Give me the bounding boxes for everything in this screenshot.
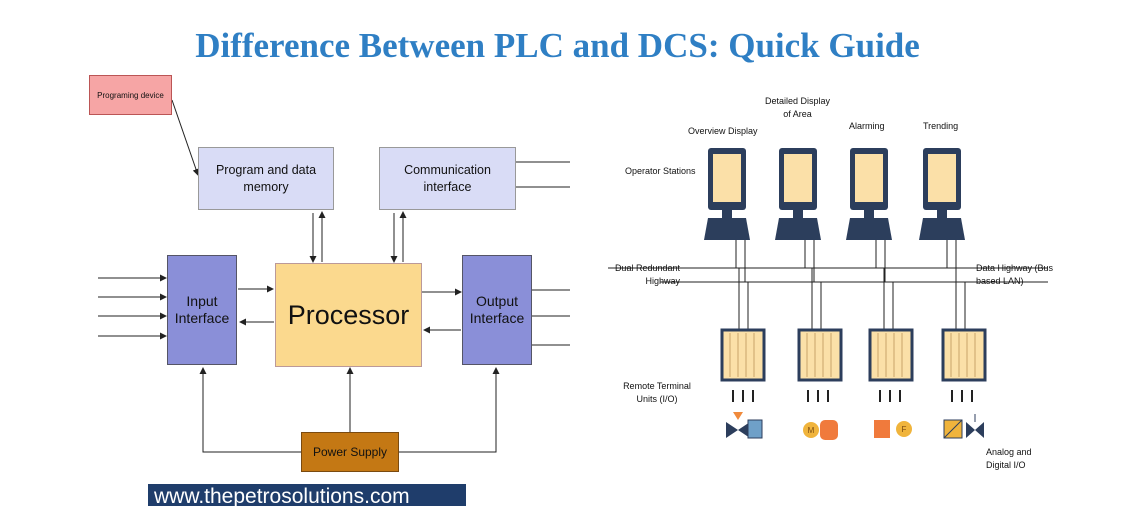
keyboard-icon bbox=[704, 218, 750, 240]
rtu-label: Remote Terminal Units (I/O) bbox=[623, 381, 691, 404]
processor-box: Processor bbox=[275, 263, 422, 367]
svg-text:F: F bbox=[902, 425, 907, 434]
power-supply-box: Power Supply bbox=[301, 432, 399, 472]
dual-redundant-highway-label: Dual Redundant Highway bbox=[614, 263, 680, 286]
overview-display-label: Overview Display bbox=[688, 126, 758, 136]
output-interface-label: Output Interface bbox=[469, 293, 525, 326]
rtu-cabinet-2 bbox=[797, 328, 843, 382]
input-interface-box: Input Interface bbox=[167, 255, 237, 365]
processor-label: Processor bbox=[287, 299, 410, 330]
operator-station-3 bbox=[846, 148, 892, 240]
rtu-cabinet-4 bbox=[941, 328, 987, 382]
keyboard-icon bbox=[919, 218, 965, 240]
rtu-cabinet-1 bbox=[720, 328, 766, 382]
detailed-display-label: Detailed Display of Area bbox=[764, 96, 831, 119]
communication-interface-box: Communication interface bbox=[379, 147, 516, 210]
valve-icon bbox=[726, 412, 763, 439]
operator-stations-label: Operator Stations bbox=[625, 166, 696, 176]
programming-device-label: Programing device bbox=[97, 90, 164, 100]
keyboard-icon bbox=[846, 218, 892, 240]
programming-device-box: Programing device bbox=[89, 75, 172, 115]
power-supply-label: Power Supply bbox=[312, 445, 388, 459]
heater-flow-icon: F bbox=[874, 420, 912, 438]
svg-text:M: M bbox=[808, 426, 815, 435]
program-memory-box: Program and data memory bbox=[198, 147, 334, 210]
programming-link-arrow bbox=[171, 99, 200, 176]
operator-station-2 bbox=[775, 148, 821, 240]
trending-label: Trending bbox=[923, 121, 959, 131]
control-valve-icon bbox=[943, 414, 984, 439]
motor-icon: M bbox=[803, 420, 838, 440]
alarming-label: Alarming bbox=[849, 121, 885, 131]
operator-station-1 bbox=[704, 148, 750, 240]
analog-digital-io-label: Analog and Digital I/O bbox=[986, 447, 1032, 470]
website-banner[interactable]: www.thepetrosolutions.com bbox=[148, 484, 466, 506]
program-memory-label: Program and data memory bbox=[215, 162, 317, 194]
page-title: Difference Between PLC and DCS: Quick Gu… bbox=[195, 26, 920, 65]
output-interface-box: Output Interface bbox=[462, 255, 532, 365]
input-interface-label: Input Interface bbox=[174, 293, 230, 326]
rtu-cabinet-3 bbox=[868, 328, 914, 382]
operator-station-4 bbox=[919, 148, 965, 240]
data-highway-label: Data Highway (Bus based LAN) bbox=[976, 263, 1054, 286]
communication-interface-label: Communication interface bbox=[404, 162, 491, 194]
keyboard-icon bbox=[775, 218, 821, 240]
